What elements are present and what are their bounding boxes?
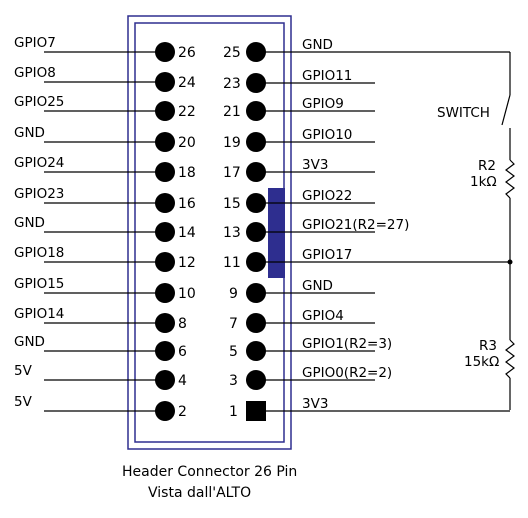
right-pin-label: GPIO17 [302,247,352,263]
left-pin-dot [155,132,175,152]
right-pin-dot [246,73,266,93]
caption-subtitle: Vista dall'ALTO [148,485,251,501]
right-pin-number: 3 [229,373,238,389]
left-pin-number: 18 [178,165,196,181]
right-pin-label: GPIO11 [302,68,352,84]
caption-title: Header Connector 26 Pin [122,464,297,480]
right-pin-dot [246,132,266,152]
left-pin-label: GPIO8 [14,65,56,81]
left-pin-dot [155,222,175,242]
right-pin-dot [246,252,266,272]
right-pin-label: 3V3 [302,157,328,173]
right-pin-dot [246,222,266,242]
right-pin-dot [246,341,266,361]
right-pin-dot [246,162,266,182]
left-pin-label: GPIO24 [14,155,64,171]
left-pin-dot [155,283,175,303]
left-pin-label: GPIO23 [14,186,64,202]
right-pin-label: GPIO4 [302,308,344,324]
switch-symbol [501,94,511,126]
right-pin-label: GPIO22 [302,188,352,204]
left-pin-dot [155,162,175,182]
left-pin-label: GPIO7 [14,35,56,51]
right-pin-dot [246,370,266,390]
left-pin-number: 6 [178,344,187,360]
right-pin-dot [246,283,266,303]
left-pin-dot [155,72,175,92]
r2-value: 1kΩ [470,174,497,190]
switch-label: SWITCH [437,105,490,121]
left-pin-dot [155,252,175,272]
right-pin-dot [246,101,266,121]
left-pin-number: 26 [178,45,196,61]
left-pin-number: 4 [178,373,187,389]
right-pin-number: 9 [229,286,238,302]
right-pin-number: 11 [223,255,241,271]
left-pin-label: GND [14,334,45,350]
left-pin-label: GPIO18 [14,245,64,261]
left-pin-number: 22 [178,104,196,120]
right-pin-number: 23 [223,76,241,92]
external-circuit: SWITCH R2 1kΩ R3 15kΩ [437,52,515,410]
right-pin-number: 5 [229,344,238,360]
highlighted-pins-bar [268,188,285,278]
left-pin-dot [155,193,175,213]
left-pin-dot [155,370,175,390]
left-pin-dot [155,401,175,421]
left-pin-label: GND [14,215,45,231]
right-pin-label: GPIO21(R2=27) [302,217,409,233]
left-pin-dot [155,313,175,333]
left-pin-dot [155,341,175,361]
right-pin-number: 15 [223,196,241,212]
r3-value: 15kΩ [464,354,499,370]
right-pin-label: GPIO0(R2=2) [302,365,392,381]
right-pin-number: 19 [223,135,241,151]
right-pin-number: 17 [223,165,241,181]
left-pin-number: 16 [178,196,196,212]
left-pin-label: GPIO15 [14,276,64,292]
left-pin-dot [155,101,175,121]
left-pin-label: GND [14,125,45,141]
right-pin-label: 3V3 [302,396,328,412]
junction-dot [507,259,513,265]
right-pin-number: 1 [229,404,238,420]
left-pin-number: 20 [178,135,196,151]
right-pin-number: 7 [229,316,238,332]
r2-name: R2 [478,158,496,174]
left-pin-label: GPIO14 [14,306,64,322]
left-pin-label: 5V [14,363,33,379]
right-pin-dot [246,42,266,62]
right-pin-number: 21 [223,104,241,120]
right-pin-label: GPIO9 [302,96,344,112]
r2-resistor-symbol [505,159,515,199]
left-pin-column: GPIO726GPIO824GPIO2522GND20GPIO2418GPIO2… [14,35,196,421]
left-pin-label: 5V [14,394,33,410]
left-pin-number: 10 [178,286,196,302]
right-pin-label: GND [302,37,333,53]
left-pin-number: 12 [178,255,196,271]
right-pin-dot [246,313,266,333]
right-pin-dot [246,193,266,213]
right-pin-square [246,401,266,421]
left-pin-dot [155,42,175,62]
left-pin-number: 2 [178,404,187,420]
left-pin-number: 14 [178,225,196,241]
r3-name: R3 [479,338,497,354]
right-pin-number: 25 [223,45,241,61]
right-pin-label: GPIO10 [302,127,352,143]
left-pin-number: 24 [178,75,196,91]
left-pin-label: GPIO25 [14,94,64,110]
right-pin-label: GND [302,278,333,294]
right-pin-number: 13 [223,225,241,241]
right-pin-label: GPIO1(R2=3) [302,336,392,352]
r3-resistor-symbol [505,339,515,379]
left-pin-number: 8 [178,316,187,332]
